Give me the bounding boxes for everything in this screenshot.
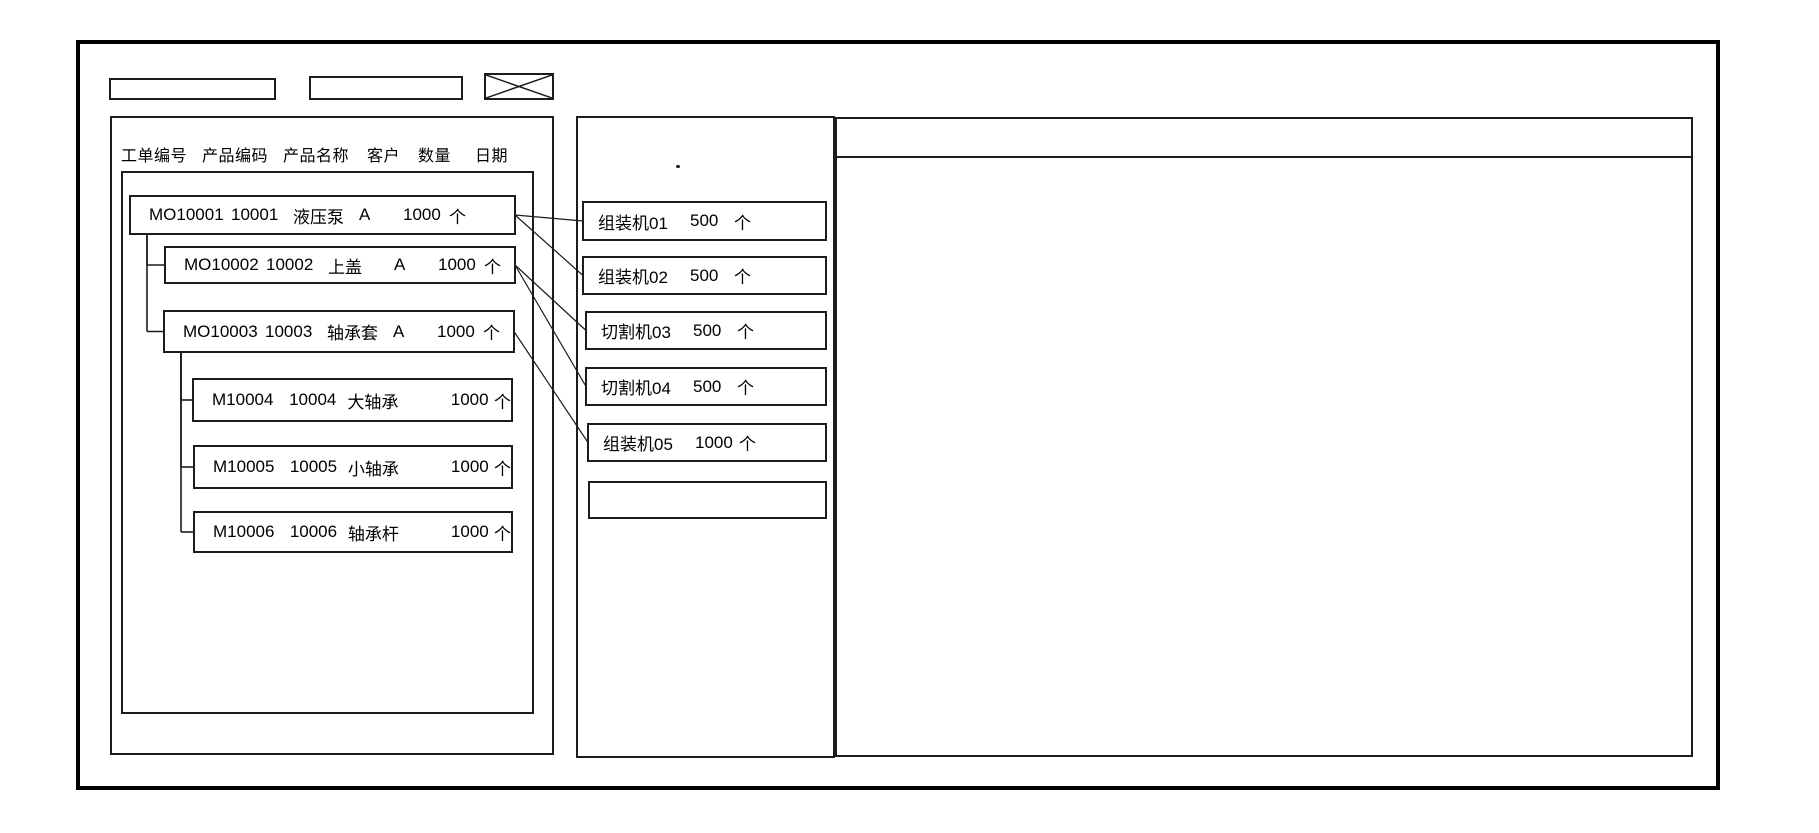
unit: 个	[734, 268, 751, 287]
column-header-date: 日期	[475, 148, 509, 165]
product-name: 轴承套	[327, 324, 378, 343]
unit: 个	[484, 257, 501, 277]
work-order-node[interactable]: M10005 10005 小轴承 1000 个	[193, 445, 513, 489]
top-placeholder-field-1[interactable]	[109, 78, 276, 100]
machine-row[interactable]: 组装机05 1000 个	[587, 423, 827, 462]
column-header-customer: 客户	[367, 148, 401, 165]
machine-name: 组装机01	[598, 213, 668, 233]
unit: 个	[737, 379, 754, 398]
machine-name: 组装机02	[598, 268, 668, 287]
order-no: M10005	[213, 457, 275, 476]
work-order-node[interactable]: M10004 10004 大轴承 1000 个	[192, 378, 513, 422]
machine-row[interactable]: 切割机03 500 个	[585, 311, 827, 350]
work-order-node[interactable]: MO10003 10003 轴承套 A 1000 个	[163, 310, 515, 353]
machine-qty: 1000	[695, 432, 733, 452]
quantity: 1000	[450, 390, 489, 409]
machine-name: 切割机03	[601, 323, 671, 342]
order-no: M10004	[212, 390, 274, 409]
work-order-node[interactable]: MO10001 10001 液压泵 A 1000 个	[129, 195, 516, 235]
unit: 个	[494, 524, 512, 544]
column-header-row: 工单编号 产品编码 产品名称 客户 数量 日期	[0, 142, 560, 165]
machine-qty: 500	[690, 211, 719, 230]
work-order-node[interactable]: M10006 10006 轴承杆 1000 个	[193, 511, 513, 553]
work-order-node[interactable]: MO10002 10002 上盖 A 1000 个	[164, 246, 516, 284]
product-name: 小轴承	[347, 459, 399, 479]
machine-row[interactable]: 组装机01 500 个	[582, 201, 827, 241]
unit: 个	[449, 207, 466, 227]
product-name: 上盖	[328, 257, 362, 277]
customer: A	[393, 321, 405, 341]
product-code: 10006	[289, 522, 338, 541]
customer: A	[394, 255, 406, 274]
unit: 个	[737, 323, 754, 342]
unit: 个	[734, 213, 751, 233]
order-no: M10006	[213, 522, 275, 541]
machine-name: 切割机04	[601, 379, 671, 398]
quantity: 1000	[437, 321, 475, 341]
detail-panel-header-divider	[837, 156, 1691, 158]
product-code: 10005	[289, 457, 338, 476]
product-code: 10004	[289, 390, 337, 409]
column-header-product-code: 产品编码	[202, 148, 269, 165]
unit: 个	[739, 435, 756, 454]
unit: 个	[483, 324, 500, 343]
column-header-qty: 数量	[418, 148, 452, 165]
order-no: MO10003	[183, 321, 258, 341]
machine-qty: 500	[693, 376, 722, 396]
product-code: 10001	[231, 205, 279, 224]
product-name: 液压泵	[293, 207, 344, 227]
quantity: 1000	[450, 457, 489, 476]
machine-row[interactable]: 切割机04 500 个	[585, 367, 827, 406]
unit: 个	[494, 392, 511, 412]
machine-row[interactable]: 组装机02 500 个	[582, 256, 827, 295]
detail-panel	[835, 117, 1693, 757]
product-code: 10002	[266, 255, 314, 274]
top-placeholder-field-2[interactable]	[309, 76, 463, 100]
quantity: 1000	[403, 205, 441, 224]
order-no: MO10001	[149, 205, 224, 224]
customer: A	[359, 205, 371, 224]
x-icon	[486, 75, 552, 98]
column-header-order-no: 工单编号	[121, 148, 188, 165]
order-no: MO10002	[184, 255, 259, 274]
x-crossed-box[interactable]	[484, 73, 554, 100]
product-name: 轴承杆	[347, 524, 399, 544]
machine-qty: 500	[693, 320, 722, 340]
product-name: 大轴承	[347, 392, 399, 412]
product-code: 10003	[265, 321, 313, 341]
quantity: 1000	[438, 255, 476, 274]
machine-qty: 500	[690, 265, 719, 285]
machine-name: 组装机05	[603, 435, 673, 454]
column-header-product-name: 产品名称	[283, 148, 350, 165]
unit: 个	[494, 459, 512, 479]
dot-mark	[676, 165, 680, 168]
quantity: 1000	[450, 522, 489, 541]
machine-row-empty[interactable]	[588, 481, 827, 519]
